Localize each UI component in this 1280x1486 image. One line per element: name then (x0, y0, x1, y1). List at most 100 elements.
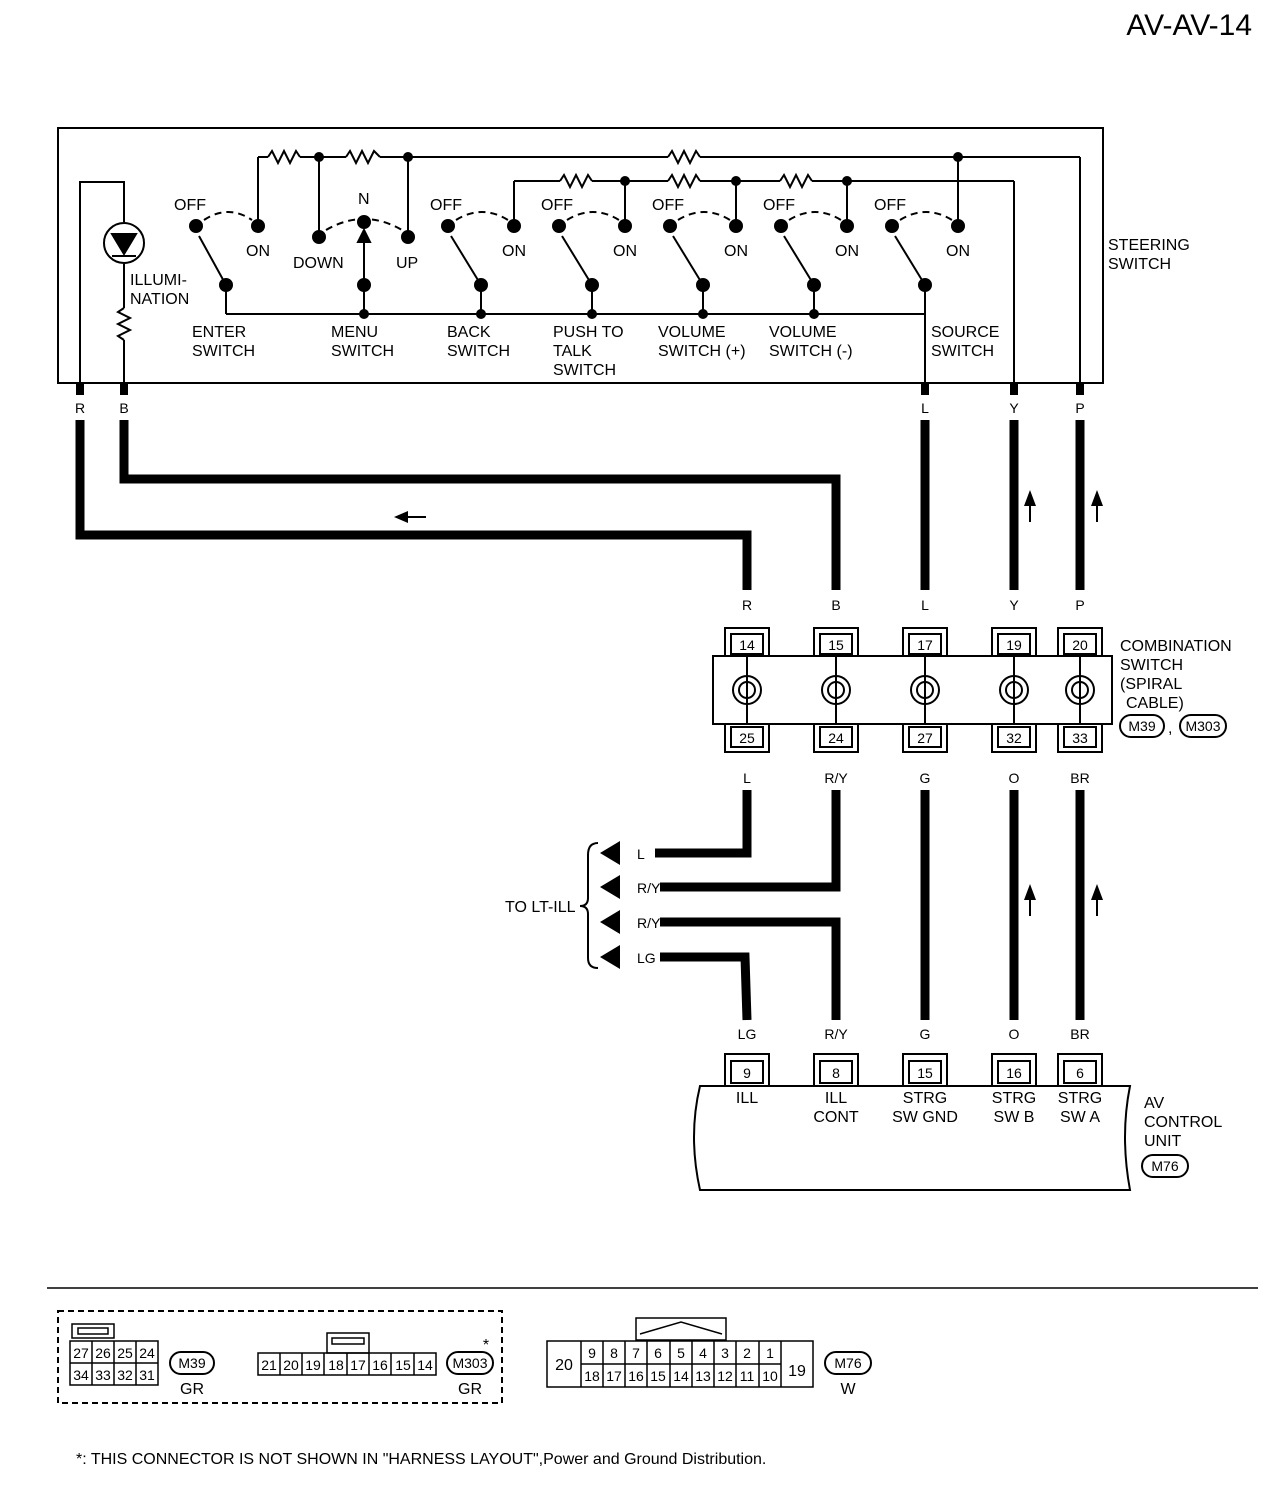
connector-id-m39: M39 (1128, 718, 1155, 734)
spiral-cable-body (712, 655, 1113, 725)
combo-top-pin-2: 15 (828, 637, 844, 653)
ptt-switch-name-1: PUSH TO (553, 324, 624, 341)
m76-pin-right: 19 (788, 1363, 806, 1380)
wire-color-l: L (921, 400, 929, 416)
m303-pin: 16 (372, 1357, 388, 1373)
ptt-on-label: ON (613, 243, 637, 260)
signal-arrows-upper (394, 490, 1103, 523)
connector-separator: , (1168, 720, 1172, 737)
wire-color-b: B (119, 400, 128, 416)
arrow-left-icon (600, 910, 620, 934)
back-off-label: OFF (430, 197, 462, 214)
m76-connector-face (546, 1317, 814, 1388)
m39-pin: 33 (95, 1367, 111, 1383)
lt-ill-wire-3: R/Y (637, 915, 661, 931)
illumination-label-2: NATION (130, 291, 189, 308)
illumination-circuit (79, 181, 145, 383)
av-wire-color-1: LG (738, 1026, 757, 1042)
m303-badge (446, 1351, 494, 1375)
combo-top-color-5: P (1075, 597, 1084, 613)
spiral-icon (1065, 656, 1095, 724)
m303-pin: 14 (417, 1357, 433, 1373)
enter-off-label: OFF (174, 197, 206, 214)
steering-switch-frame (57, 127, 1104, 384)
av-pin-name-3a: STRG (903, 1090, 947, 1107)
av-pin-3: 15 (917, 1065, 933, 1081)
m39-pin: 27 (73, 1345, 89, 1361)
volume-down-switch-name-1: VOLUME (769, 324, 837, 341)
menu-up-label: UP (396, 255, 418, 272)
av-pin-2: 8 (832, 1065, 840, 1081)
spiral-icon (732, 656, 762, 724)
m76-pin: 11 (740, 1368, 755, 1384)
lock-tab (326, 1332, 370, 1354)
m39-pin: 25 (117, 1345, 133, 1361)
m76-pin: 17 (606, 1368, 622, 1384)
arrow-left-icon (394, 511, 408, 523)
enter-switch-contacts (189, 211, 265, 292)
wire-color-r: R (75, 400, 85, 416)
arrow-up-icon (1091, 884, 1103, 900)
connector-views: 27 26 25 24 34 33 32 31 M39 GR 21 20 19 … (57, 1310, 872, 1404)
m39-pin: 34 (73, 1367, 89, 1383)
lock-tab (635, 1317, 727, 1341)
back-on-label: ON (502, 243, 526, 260)
arrow-left-icon (600, 875, 620, 899)
m76-pin: 4 (699, 1345, 707, 1361)
m76-pin: 13 (695, 1368, 711, 1384)
footnote: *: THIS CONNECTOR IS NOT SHOWN IN "HARNE… (76, 1451, 766, 1468)
wire-l-lt (655, 790, 752, 858)
av-pin-name-1a: ILL (736, 1090, 758, 1107)
combo-bottom-pin-5: 33 (1072, 730, 1088, 746)
av-wire-color-3: G (920, 1026, 931, 1042)
av-pin-boxes (724, 1053, 1103, 1085)
combo-top-color-2: B (831, 597, 840, 613)
spiral-icon (999, 656, 1029, 724)
m39-id: M39 (178, 1355, 205, 1371)
lt-ill-wire-2: R/Y (637, 880, 661, 896)
steering-switch-label-1: STEERING (1108, 237, 1190, 254)
av-pin-name-5b: SW A (1060, 1109, 1100, 1126)
m76-pin: 12 (717, 1368, 733, 1384)
ptt-switch-name-3: SWITCH (553, 362, 616, 379)
steering-terminals (76, 383, 1084, 395)
enter-on-label: ON (246, 243, 270, 260)
m303-pin: 19 (305, 1357, 321, 1373)
lock-tab (71, 1323, 115, 1339)
switch-contacts (189, 211, 965, 292)
spiral-icon (821, 656, 851, 724)
junction-dots (314, 152, 963, 319)
combo-top-pin-boxes (724, 627, 1103, 656)
source-switch-name-2: SWITCH (931, 343, 994, 360)
combo-label-3: (SPIRAL (1120, 676, 1182, 693)
volume-up-switch-contacts (663, 211, 743, 292)
back-switch-name-1: BACK (447, 324, 491, 341)
m303-star: * (483, 1337, 489, 1354)
m76-pin: 3 (721, 1345, 729, 1361)
illumination-wire (79, 181, 125, 383)
combo-bottom-pin-4: 32 (1006, 730, 1022, 746)
resistor-icon (667, 148, 701, 166)
resistor-icon (779, 172, 813, 190)
ptt-switch-name-2: TALK (553, 343, 592, 360)
m39-pin: 26 (95, 1345, 111, 1361)
lt-ill-brace (579, 842, 599, 969)
combo-bottom-color-4: O (1009, 770, 1020, 786)
volume-down-switch-name-2: SWITCH (-) (769, 343, 853, 360)
av-unit-body (693, 1085, 1132, 1191)
resistor-icon (345, 148, 381, 166)
menu-n-label: N (358, 191, 370, 208)
spiral-icon (910, 656, 940, 724)
combination-switch: R B L Y P 14 15 17 19 20 (712, 597, 1232, 786)
combo-bottom-pin-2: 24 (828, 730, 844, 746)
combo-bottom-color-2: R/Y (824, 770, 848, 786)
m303-connector-face (257, 1332, 437, 1376)
illumination-label-1: ILLUMI- (130, 272, 187, 289)
dashed-group-frame (57, 1310, 503, 1404)
source-switch-contacts (885, 211, 965, 292)
m76-pin: 5 (677, 1345, 685, 1361)
resistor-icon (267, 148, 301, 166)
combo-bottom-pin-3: 27 (917, 730, 933, 746)
av-pin-name-2a: ILL (825, 1090, 847, 1107)
m303-pin: 17 (350, 1357, 366, 1373)
